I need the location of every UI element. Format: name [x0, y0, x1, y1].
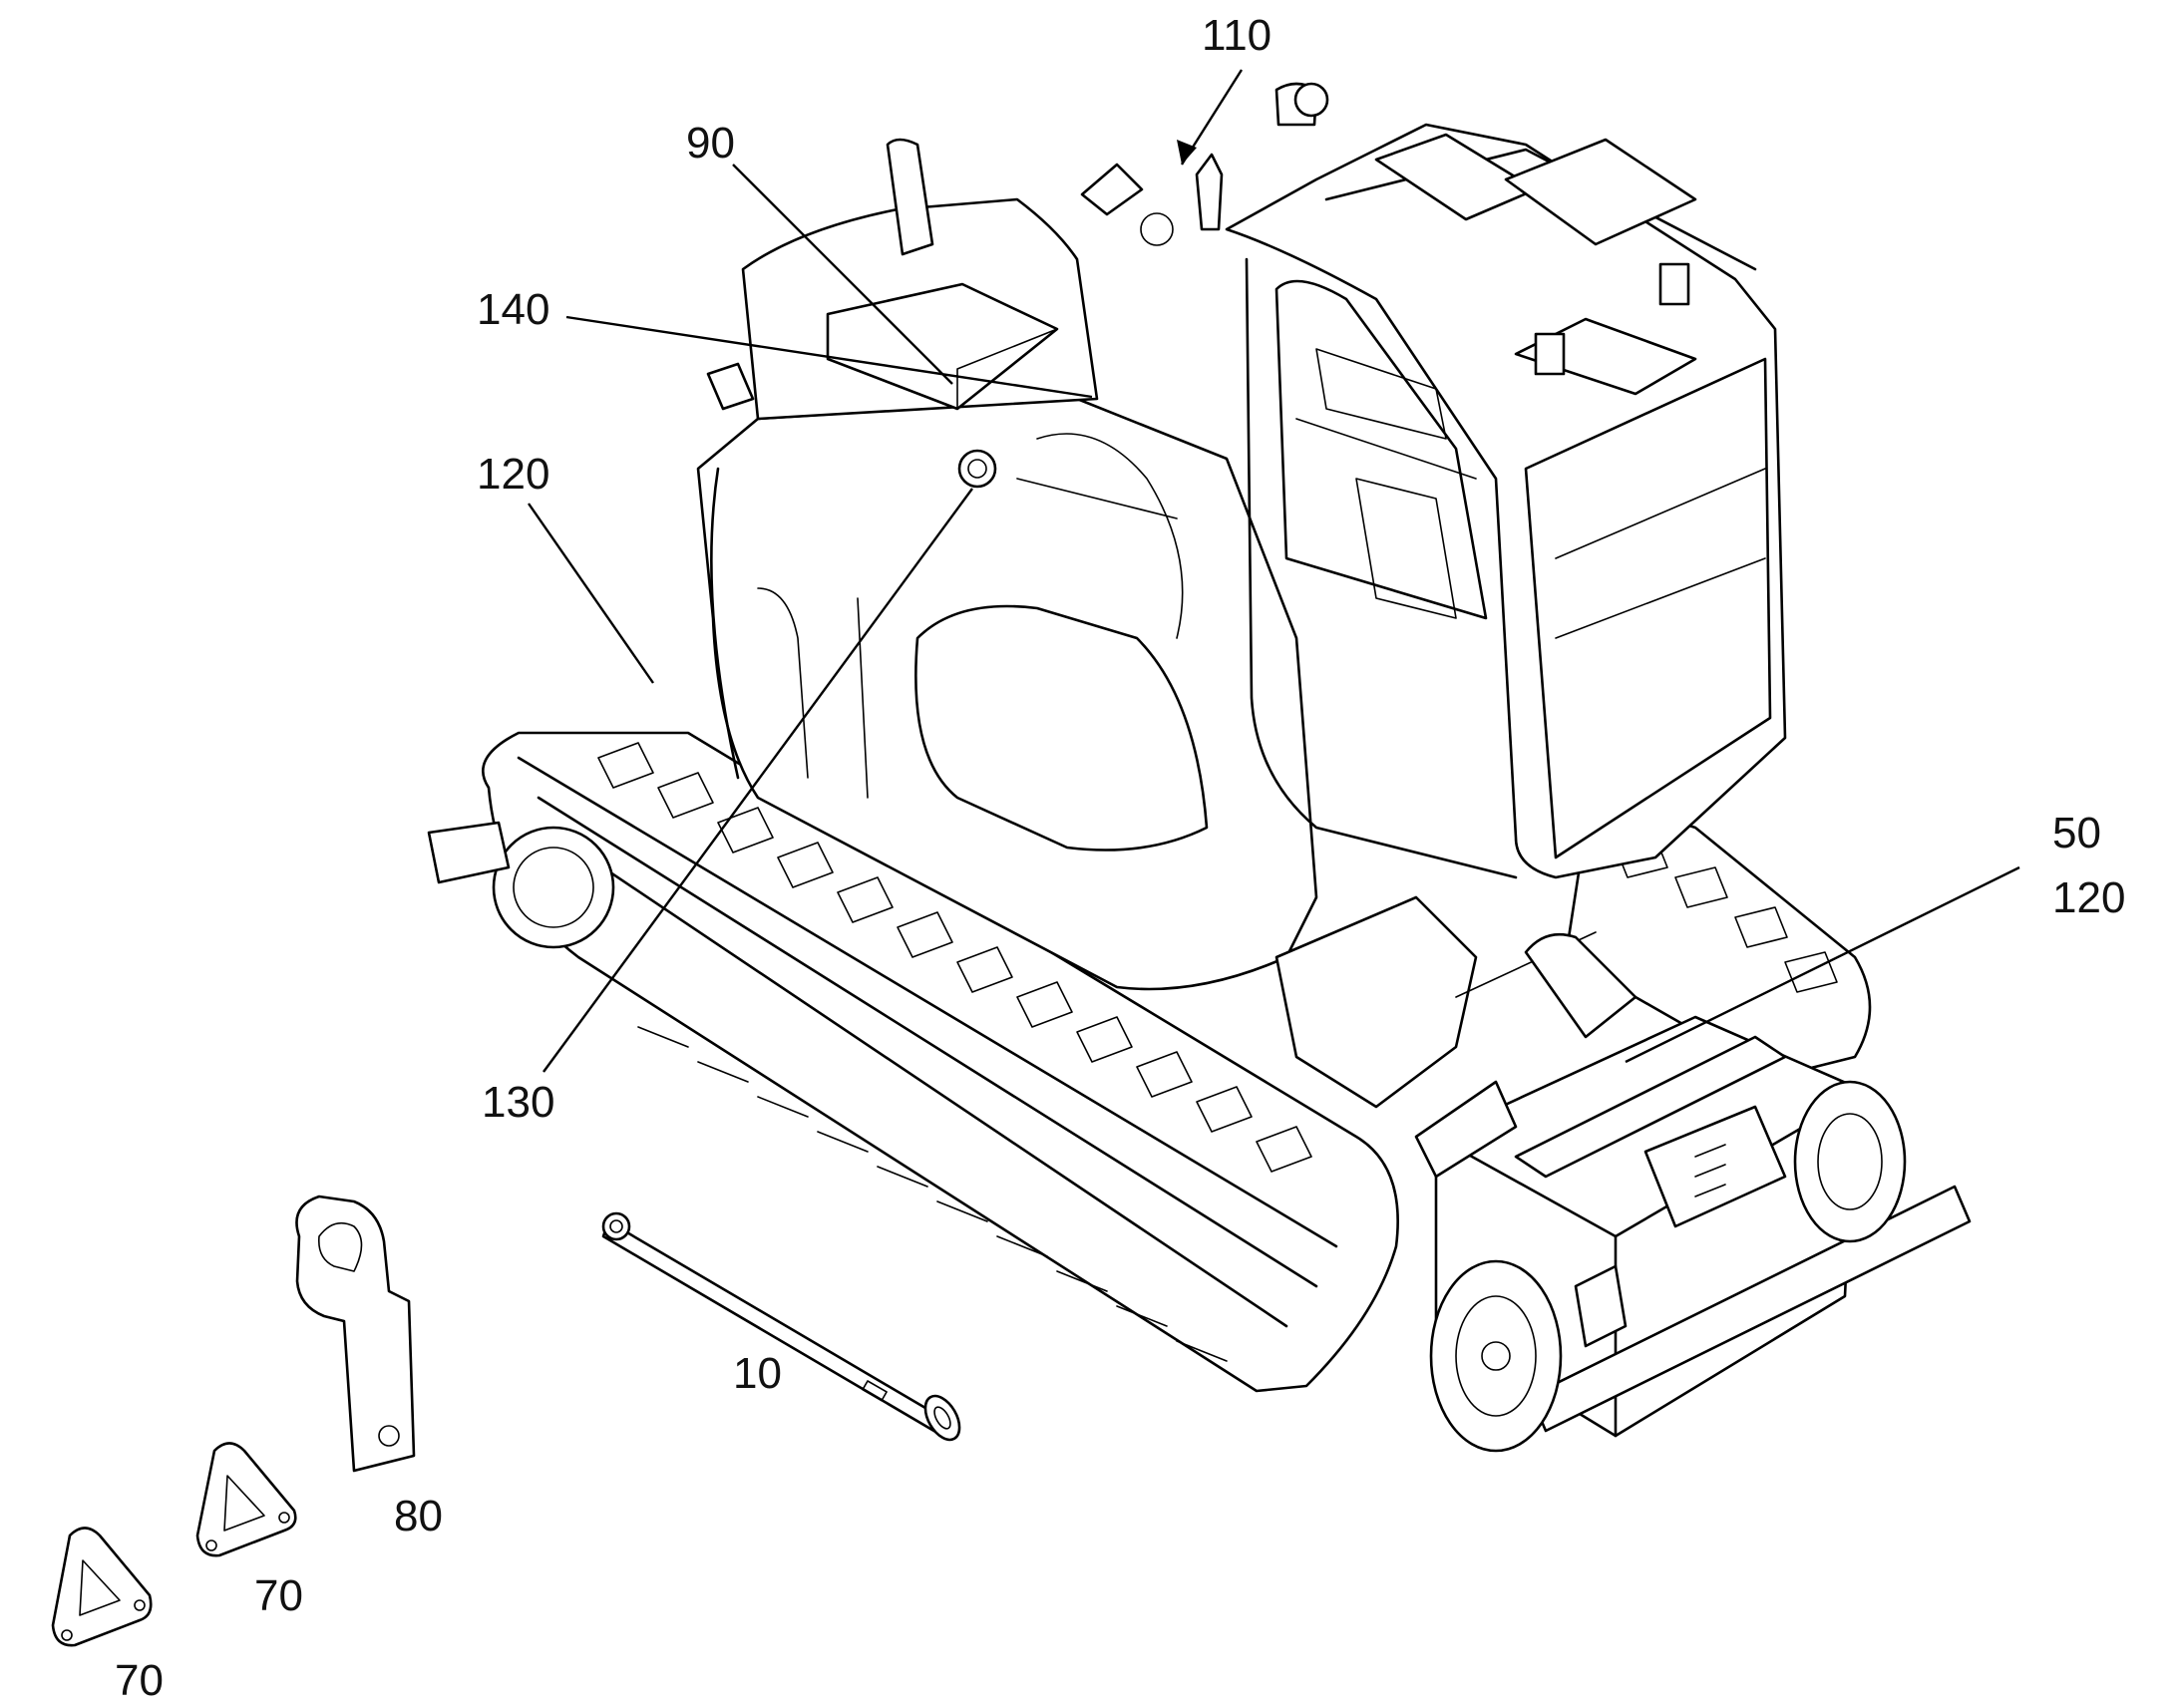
label-140: 140	[477, 285, 549, 334]
left-crawler-track	[427, 731, 1399, 1393]
lifting-eye-part-70-bottom	[51, 1527, 153, 1647]
lifting-eye-part-70-mid	[195, 1442, 297, 1557]
label-130: 130	[482, 1078, 554, 1127]
label-80: 80	[394, 1492, 443, 1540]
label-70-mid: 70	[254, 1571, 303, 1620]
label-70-bottom: 70	[115, 1656, 164, 1705]
reference-numerals: 110 90 140 120 50 120 130 10 80 70 70	[115, 11, 2125, 1705]
leader-120-left	[528, 503, 654, 684]
leader-130	[543, 488, 973, 1073]
leader-lines	[528, 69, 2020, 1073]
leader-120-right	[1625, 865, 2020, 1064]
label-120-right: 120	[2052, 873, 2125, 922]
label-120-left: 120	[477, 450, 549, 499]
leader-140	[565, 315, 1093, 399]
label-10: 10	[733, 1349, 782, 1398]
rail-guide-assembly	[1274, 895, 1972, 1453]
upper-structure	[696, 82, 1318, 991]
excavator-illustration	[427, 82, 1972, 1453]
leader-90	[732, 164, 953, 385]
label-90: 90	[686, 119, 735, 168]
label-110: 110	[1202, 11, 1272, 60]
label-50: 50	[2052, 809, 2101, 857]
tie-rod-part	[601, 1211, 961, 1442]
operator-cab	[1225, 82, 1787, 879]
bracket-part-80	[295, 1195, 416, 1473]
